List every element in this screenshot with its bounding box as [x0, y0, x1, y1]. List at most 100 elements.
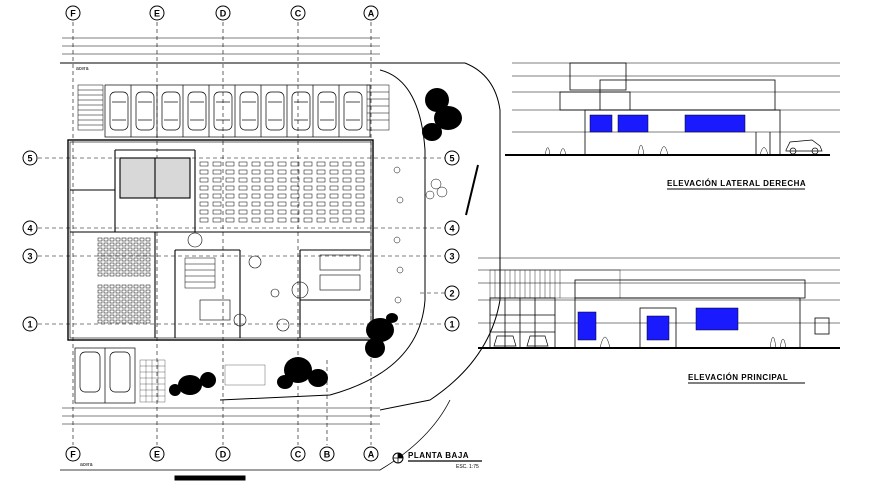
seat: [133, 247, 139, 252]
desk: [355, 217, 365, 223]
grid-bubble-bottom-B: B: [319, 446, 335, 462]
desk: [342, 201, 352, 207]
seat: [115, 284, 121, 289]
desk: [316, 193, 326, 199]
desk: [316, 209, 326, 215]
parked-car: [291, 91, 311, 131]
desk: [329, 209, 339, 215]
seat: [121, 247, 127, 252]
svg-text:3: 3: [27, 252, 32, 262]
seat: [133, 262, 139, 267]
grid-bubble-right-3: 3: [444, 248, 460, 264]
desk: [199, 209, 209, 215]
svg-text:C: C: [295, 450, 302, 460]
building-outline: [67, 139, 374, 341]
desk: [225, 201, 235, 207]
seat: [109, 272, 115, 277]
seat: [115, 319, 121, 324]
seat: [97, 242, 103, 247]
plan-scale: ESC. 1:75: [456, 464, 479, 470]
main-elevation: [478, 257, 840, 349]
svg-text:E: E: [154, 9, 160, 19]
seat: [139, 247, 145, 252]
entry-stairs: [77, 84, 390, 131]
seat: [127, 257, 133, 262]
seat: [133, 272, 139, 277]
desk: [225, 209, 235, 215]
desk: [355, 161, 365, 167]
desk: [290, 201, 300, 207]
parked-car: [187, 91, 207, 131]
seat: [139, 267, 145, 272]
seat: [127, 299, 133, 304]
desk: [303, 177, 313, 183]
auditorium-seats: [97, 237, 151, 324]
landscape-trees: [169, 88, 462, 396]
diagonal-aisle: [465, 164, 479, 216]
desk: [316, 177, 326, 183]
seat: [115, 247, 121, 252]
seat: [103, 262, 109, 267]
desk: [329, 185, 339, 191]
desk: [199, 201, 209, 207]
svg-text:4: 4: [449, 224, 454, 234]
seat: [133, 299, 139, 304]
seat: [139, 237, 145, 242]
grid-bubble-right-1: 1: [444, 316, 460, 332]
side-windows: [589, 114, 746, 133]
desk: [225, 217, 235, 223]
grid-bubble-left-1: 1: [22, 316, 38, 332]
shrubs: [393, 166, 448, 304]
desk: [251, 169, 261, 175]
desk: [264, 161, 274, 167]
desk: [264, 177, 274, 183]
seat: [103, 309, 109, 314]
seat: [103, 304, 109, 309]
seat: [133, 237, 139, 242]
seat: [103, 299, 109, 304]
grid-bubble-bottom-D: D: [215, 446, 231, 462]
seat: [97, 309, 103, 314]
seat: [103, 252, 109, 257]
desk: [238, 201, 248, 207]
seat: [121, 257, 127, 262]
desk: [329, 217, 339, 223]
desk: [199, 177, 209, 183]
side-elevation-level-lines: [512, 62, 840, 133]
desk: [212, 201, 222, 207]
interior-walls: [70, 149, 370, 338]
seat: [139, 257, 145, 262]
seat: [121, 319, 127, 324]
seat: [97, 262, 103, 267]
planter-hatch: [139, 359, 266, 403]
side-elevation: [505, 62, 840, 156]
grid-bubble-bottom-C: C: [290, 446, 306, 462]
side-elevation-title: ELEVACIÓN LATERAL DERECHA: [667, 179, 806, 188]
seat: [127, 252, 133, 257]
seat: [121, 242, 127, 247]
desk: [316, 217, 326, 223]
seat: [115, 309, 121, 314]
top-dimension-lines: [62, 37, 380, 55]
seat: [97, 247, 103, 252]
seat: [127, 294, 133, 299]
floor-plan: [38, 22, 501, 481]
seat: [121, 289, 127, 294]
desk: [264, 193, 274, 199]
seat: [115, 294, 121, 299]
svg-text:C: C: [295, 9, 302, 19]
seat: [139, 304, 145, 309]
seat: [127, 237, 133, 242]
main-windows: [577, 307, 739, 341]
desk: [329, 161, 339, 167]
seat: [115, 242, 121, 247]
desk: [251, 161, 261, 167]
seat: [115, 314, 121, 319]
seat: [145, 252, 151, 257]
seat: [109, 267, 115, 272]
desk: [212, 169, 222, 175]
seat: [127, 314, 133, 319]
seat: [97, 304, 103, 309]
desk: [290, 209, 300, 215]
desk: [355, 201, 365, 207]
